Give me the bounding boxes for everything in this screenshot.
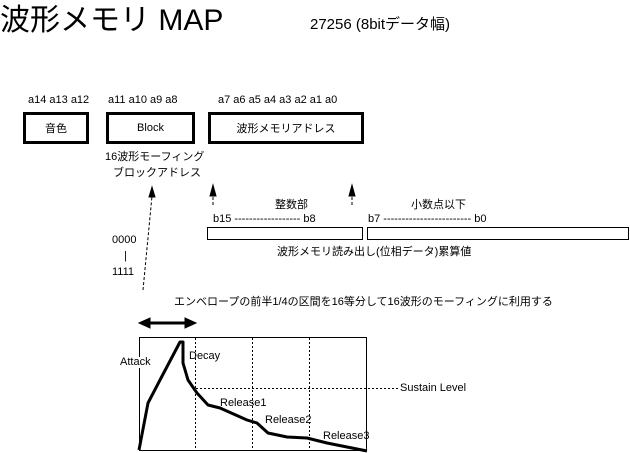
envelope-curve <box>137 340 368 453</box>
subtitle: 27256 (8bitデータ幅) <box>310 16 451 33</box>
msb-arrowhead <box>209 183 217 197</box>
block-box: Block <box>106 112 195 144</box>
fraction-range: b7 ------------------------ b0 <box>368 213 487 225</box>
title: 波形メモリ MAP <box>0 4 224 37</box>
release1-label: Release1 <box>220 397 267 409</box>
integer-range: b15 ------------------ b8 <box>213 213 316 225</box>
accumulator-caption: 波形メモリ読み出し(位相データ)累算値 <box>277 246 472 258</box>
block-value-sep: | <box>124 250 127 262</box>
integer-label: 整数部 <box>275 199 308 211</box>
envelope-note: エンベロープの前半1/4の区間を16等分して16波形のモーフィングに利用する <box>174 296 553 308</box>
block-arrowhead <box>148 185 156 198</box>
bits-wave: a7 a6 a5 a4 a3 a2 a1 a0 <box>218 94 338 106</box>
bits-block: a11 a10 a9 a8 <box>108 94 178 106</box>
fraction-label: 小数点以下 <box>411 199 466 211</box>
fraction-bar <box>367 227 629 240</box>
tone-box: 音色 <box>23 112 89 144</box>
sustain-label: Sustain Level <box>400 382 467 394</box>
release3-label: Release3 <box>323 430 370 442</box>
integer-bar <box>207 227 363 240</box>
tone-label: 音色 <box>45 123 67 135</box>
span-arrow-left <box>137 317 151 329</box>
wave-address-label: 波形メモリアドレス <box>236 123 336 135</box>
block-arrow-line <box>142 195 153 291</box>
lsb-arrowhead <box>348 183 356 197</box>
span-arrow-right <box>184 317 198 329</box>
bits-tone: a14 a13 a12 <box>28 94 90 106</box>
release2-label: Release2 <box>265 414 312 426</box>
envelope-frame <box>139 337 367 451</box>
block-note-1: 16波形モーフィング <box>105 151 205 163</box>
block-label: Block <box>137 122 164 134</box>
attack-label: Attack <box>120 356 151 368</box>
block-value-min: 0000 <box>112 234 137 246</box>
block-note-2: ブロックアドレス <box>113 167 201 179</box>
block-value-max: 1111 <box>112 266 135 278</box>
decay-label: Decay <box>189 350 221 362</box>
wave-address-box: 波形メモリアドレス <box>208 112 364 144</box>
